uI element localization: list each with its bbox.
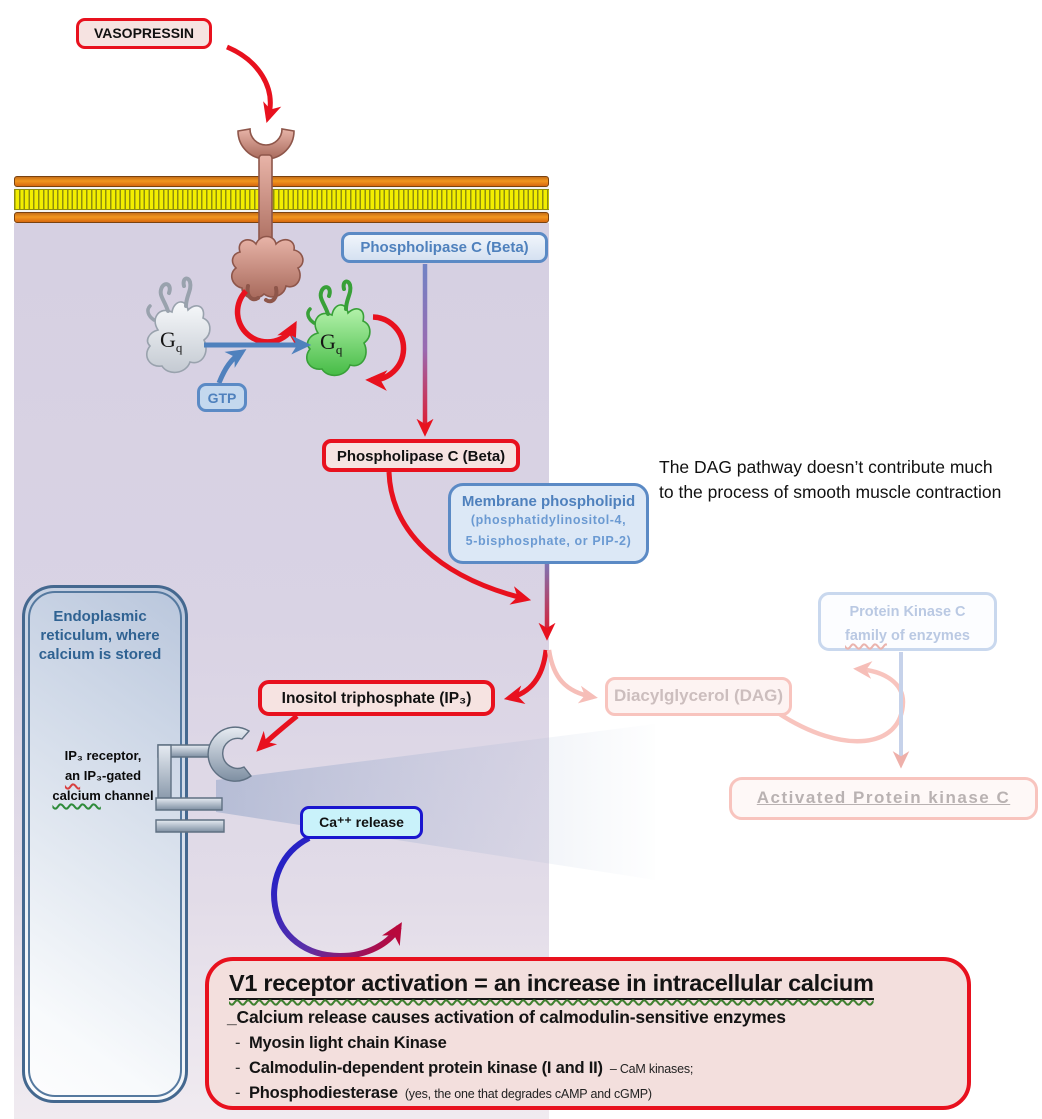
summary-bullet-2: - Calmodulin-dependent protein kinase (I… [235,1059,694,1077]
inositol-triphosphate-label: Inositol triphosphate (IP₃) [281,690,472,707]
ip3-receptor-label: IP₃ receptor, an IP₃-gated calcium chann… [52,748,154,803]
ip3-to-receptor-arrow [256,714,299,752]
dag-pathway-note: The DAG pathway doesn’t contribute much … [659,457,1002,502]
phospholipase-c-inactive-label: Phospholipase C (Beta) [360,239,529,256]
protein-kinase-c-box-faded: Protein Kinase C family of enzymes [818,592,997,651]
g-protein-active-shape [306,279,371,377]
membrane-phospholipid-detail-2: 5-bisphosphate, or PIP-2) [465,534,632,548]
gq-inactive-label: Gq [160,327,183,355]
calcium-spray-cone [216,724,655,880]
phospholipase-c-inactive-box: Phospholipase C (Beta) [341,232,548,263]
vasopressin-box: VASOPRESSIN [76,18,212,49]
summary-bullet-1: - Myosin light chain Kinase [235,1034,447,1052]
v1-receptor-shape [230,128,304,304]
summary-subtitle: _Calcium release causes activation of ca… [227,1007,786,1027]
ip3-channel-shape [155,726,252,833]
summary-bullet-3: - Phosphodiesterase (yes, the one that d… [235,1084,652,1102]
gtp-binding-arrow [216,349,247,384]
receptor-cycle-arrow [234,289,297,346]
phospholipase-c-active-label: Phospholipase C (Beta) [336,448,506,465]
gq-active-label: Gq [320,329,343,357]
membrane-phospholipid-detail-1: (phosphatidylinositol-4, [470,513,627,527]
calcium-release-label: Ca⁺⁺ release [319,814,404,830]
membrane-phospholipid-title: Membrane phospholipid [461,493,636,510]
dag-to-pkc-arrow-faded [776,661,906,744]
branch-to-dag-arrow-faded [546,649,598,704]
membrane-phospholipid-box: Membrane phospholipid (phosphatidylinosi… [448,483,649,564]
inositol-triphosphate-box: Inositol triphosphate (IP₃) [258,680,495,716]
membrane-inner-leaflet [14,212,549,223]
gq-cycle-arrow [365,314,407,391]
summary-title: V1 receptor activation = an increase in … [229,970,874,1000]
calcium-release-box: Ca⁺⁺ release [300,806,423,839]
v1-summary-box: V1 receptor activation = an increase in … [205,957,971,1110]
membrane-outer-leaflet [14,176,549,187]
membrane-lipid-band [14,189,549,210]
branch-to-ip3-arrow [503,649,549,704]
endoplasmic-reticulum-label: Endoplasmic reticulum, where calcium is … [38,608,162,663]
plc-to-pip2-arrow [386,471,532,605]
activated-pkc-box-faded: Activated Protein kinase C [729,777,1038,820]
diacylglycerol-box-faded: Diacylglycerol (DAG) [605,677,792,716]
vasopressin-label: VASOPRESSIN [93,25,195,41]
vasopressin-binding-arrow [225,44,282,124]
calcium-release-hook-arrow [271,835,402,960]
phospholipase-c-active-box: Phospholipase C (Beta) [322,439,520,472]
g-protein-inactive-shape [146,276,211,374]
gtp-box: GTP [197,383,247,412]
gtp-label: GTP [207,390,237,406]
endoplasmic-reticulum-shape [22,585,188,1103]
cell-membrane [14,176,549,224]
